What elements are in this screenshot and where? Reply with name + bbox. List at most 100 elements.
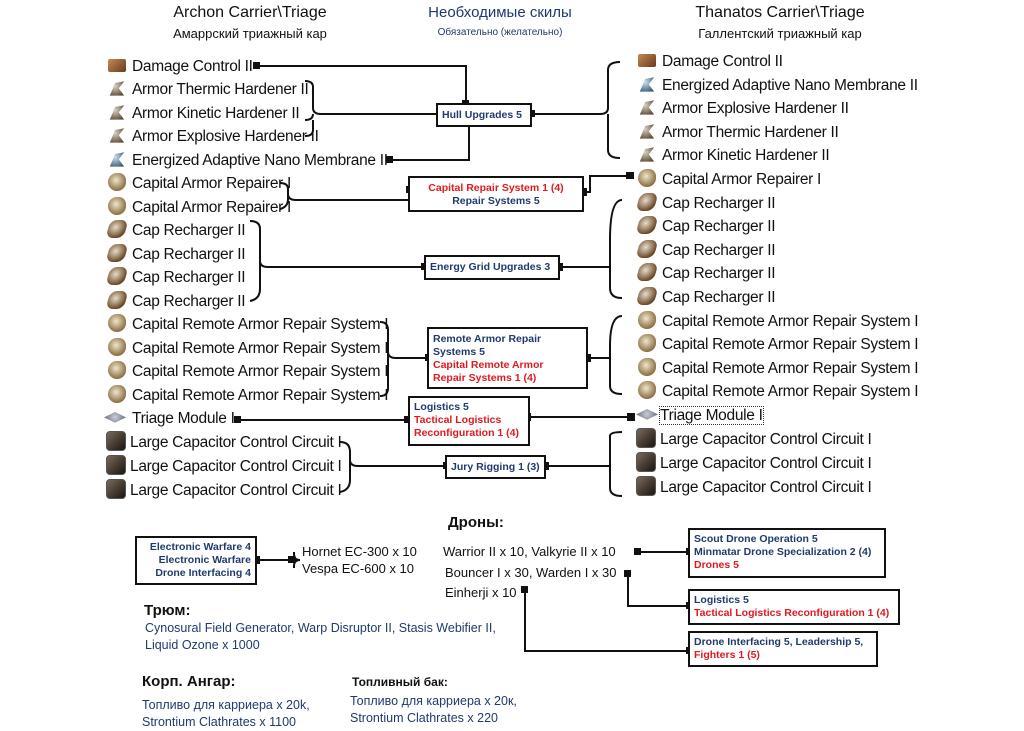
- armor-repairer-icon: [638, 381, 656, 400]
- left-fit-item[interactable]: Armor Explosive Hardener II: [108, 126, 319, 148]
- armor-repairer-icon: [108, 385, 126, 404]
- armor-repairer-icon: [638, 311, 656, 330]
- right-fit-item[interactable]: Armor Explosive Hardener II: [638, 98, 849, 120]
- damage-control-icon: [638, 53, 656, 67]
- left-ship-title: Archon Carrier\Triage: [173, 4, 327, 21]
- right-fit-item[interactable]: Capital Remote Armor Repair System I: [638, 358, 919, 380]
- left-fit-item[interactable]: Capital Armor Repairer I: [108, 173, 291, 195]
- connector-paths: [238, 61, 690, 652]
- left-fit-item[interactable]: Cap Recharger II: [105, 220, 246, 242]
- armor-repairer-icon: [108, 314, 126, 333]
- corp-hangar-heading: Корп. Ангар:: [142, 673, 236, 690]
- drone-group-item: Warrior II x 10, Valkyrie II x 10: [443, 544, 616, 559]
- right-fit-item[interactable]: Cap Recharger II: [635, 240, 776, 262]
- left-fit-item[interactable]: Triage Module I: [104, 408, 235, 430]
- left-fit-item[interactable]: Large Capacitor Control Circuit I: [106, 431, 342, 454]
- right-fit-item[interactable]: Large Capacitor Control Circuit I: [636, 452, 872, 475]
- nano-membrane-icon: [639, 77, 655, 92]
- cap-control-circuit-icon: [106, 431, 126, 452]
- triage-module-icon: [104, 412, 126, 423]
- cargo-contents: Cynosural Field Generator, Warp Disrupto…: [145, 621, 496, 652]
- cap-recharger-icon: [105, 220, 129, 239]
- fuel-bay-contents: Топливо для карриера x 20к, Strontium Cl…: [350, 694, 517, 725]
- left-fit-item[interactable]: Capital Remote Armor Repair System I: [108, 361, 389, 383]
- left-ship-subtitle: Амаррский триажный кар: [173, 26, 327, 41]
- right-fit-item[interactable]: Capital Remote Armor Repair System I: [638, 381, 919, 403]
- skills-title: Необходимые скилы: [428, 4, 572, 21]
- left-fit-item[interactable]: Cap Recharger II: [105, 291, 246, 313]
- hardener-icon: [639, 100, 655, 115]
- left-fit-item[interactable]: Armor Kinetic Hardener II: [108, 103, 300, 125]
- skill-box-drones: Scout Drone Operation 5 Minmatar Drone S…: [688, 528, 886, 578]
- armor-repairer-icon: [638, 358, 656, 377]
- left-fit-item[interactable]: Cap Recharger II: [105, 244, 246, 266]
- left-fit-item[interactable]: Large Capacitor Control Circuit I: [106, 479, 342, 502]
- cap-control-circuit-icon: [636, 428, 656, 449]
- skill-box-electronic-warfare: Electronic Warfare 4 Electronic Warfare …: [135, 536, 257, 585]
- cap-recharger-icon: [635, 287, 659, 306]
- right-fit-item[interactable]: Armor Thermic Hardener II: [638, 122, 839, 144]
- cargo-heading: Трюм:: [144, 602, 191, 619]
- right-fit-item[interactable]: Capital Remote Armor Repair System I: [638, 334, 919, 356]
- left-fit-item[interactable]: Capital Remote Armor Repair System I: [108, 338, 389, 360]
- skill-box-repair: Capital Repair System 1 (4) Repair Syste…: [408, 176, 584, 212]
- fuel-bay-heading: Топливный бак:: [352, 675, 448, 689]
- hardener-icon: [109, 105, 125, 120]
- drone-group-item: Einherji x 10: [445, 585, 517, 600]
- skill-box-remote-armor: Remote Armor Repair Systems 5 Capital Re…: [427, 327, 588, 389]
- cap-recharger-icon: [635, 263, 659, 282]
- right-fit-item[interactable]: Capital Remote Armor Repair System I: [638, 311, 919, 333]
- skill-box-logistics: Logistics 5 Tactical Logistics Reconfigu…: [408, 396, 530, 446]
- left-fit-item[interactable]: Energized Adaptive Nano Membrane II: [108, 150, 388, 172]
- cap-control-circuit-icon: [106, 479, 126, 500]
- cap-recharger-icon: [635, 193, 659, 212]
- damage-control-icon: [108, 58, 126, 72]
- cap-recharger-icon: [105, 267, 129, 286]
- ew-drone-item: Hornet EC-300 x 10: [302, 544, 417, 559]
- left-fit-item[interactable]: Armor Thermic Hardener II: [108, 79, 309, 101]
- skill-box-jury-rigging: Jury Rigging 1 (3): [445, 455, 546, 479]
- right-fit-item[interactable]: Triage Module I: [636, 405, 764, 427]
- right-fit-item[interactable]: Capital Armor Repairer I: [638, 169, 821, 191]
- cap-recharger-icon: [635, 216, 659, 235]
- right-fit-item[interactable]: Cap Recharger II: [635, 216, 776, 238]
- right-fit-item[interactable]: Armor Kinetic Hardener II: [638, 145, 830, 167]
- right-fit-item[interactable]: Large Capacitor Control Circuit I: [636, 476, 872, 499]
- left-fit-item[interactable]: Capital Armor Repairer I: [108, 197, 291, 219]
- right-fit-item[interactable]: Cap Recharger II: [635, 287, 776, 309]
- armor-repairer-icon: [108, 173, 126, 192]
- triage-module-icon: [636, 409, 658, 420]
- armor-repairer-icon: [638, 169, 656, 188]
- right-fit-item[interactable]: Large Capacitor Control Circuit I: [636, 428, 872, 451]
- hardener-icon: [109, 128, 125, 143]
- skills-subtitle: Обязательно (желательно): [437, 27, 563, 38]
- skill-box-hull-upgrades: Hull Upgrades 5: [436, 103, 532, 127]
- ew-drone-item: Vespa EC-600 x 10: [302, 561, 415, 576]
- left-fit-item[interactable]: Cap Recharger II: [105, 267, 246, 289]
- drone-group-item: Bouncer I x 30, Warden I x 30: [445, 565, 617, 580]
- cap-control-circuit-icon: [636, 452, 656, 473]
- left-fit-item[interactable]: Capital Remote Armor Repair System I: [108, 385, 389, 407]
- cap-recharger-icon: [105, 244, 129, 263]
- drones-heading: Дроны:: [448, 514, 504, 531]
- skill-box-fighters: Drone Interfacing 5, Leadership 5, Fight…: [688, 631, 878, 667]
- left-fit-item[interactable]: Capital Remote Armor Repair System I: [108, 314, 389, 336]
- skill-box-energy-grid: Energy Grid Upgrades 3: [424, 255, 560, 280]
- cap-control-circuit-icon: [106, 455, 126, 476]
- nano-membrane-icon: [109, 152, 125, 167]
- left-fit-item[interactable]: Damage Control II: [108, 56, 253, 78]
- right-fit-item[interactable]: Cap Recharger II: [635, 193, 776, 215]
- left-fit-item[interactable]: Large Capacitor Control Circuit I: [106, 455, 342, 478]
- hardener-icon: [109, 81, 125, 96]
- armor-repairer-icon: [108, 361, 126, 380]
- cap-recharger-icon: [105, 291, 129, 310]
- cap-recharger-icon: [635, 240, 659, 259]
- armor-repairer-icon: [108, 197, 126, 216]
- armor-repairer-icon: [638, 334, 656, 353]
- right-fit-item[interactable]: Damage Control II: [638, 51, 783, 73]
- right-ship-subtitle: Галлентский триажный кар: [698, 26, 862, 41]
- right-ship-title: Thanatos Carrier\Triage: [695, 4, 865, 21]
- hardener-icon: [639, 124, 655, 139]
- right-fit-item[interactable]: Cap Recharger II: [635, 263, 776, 285]
- right-fit-item[interactable]: Energized Adaptive Nano Membrane II: [638, 75, 918, 97]
